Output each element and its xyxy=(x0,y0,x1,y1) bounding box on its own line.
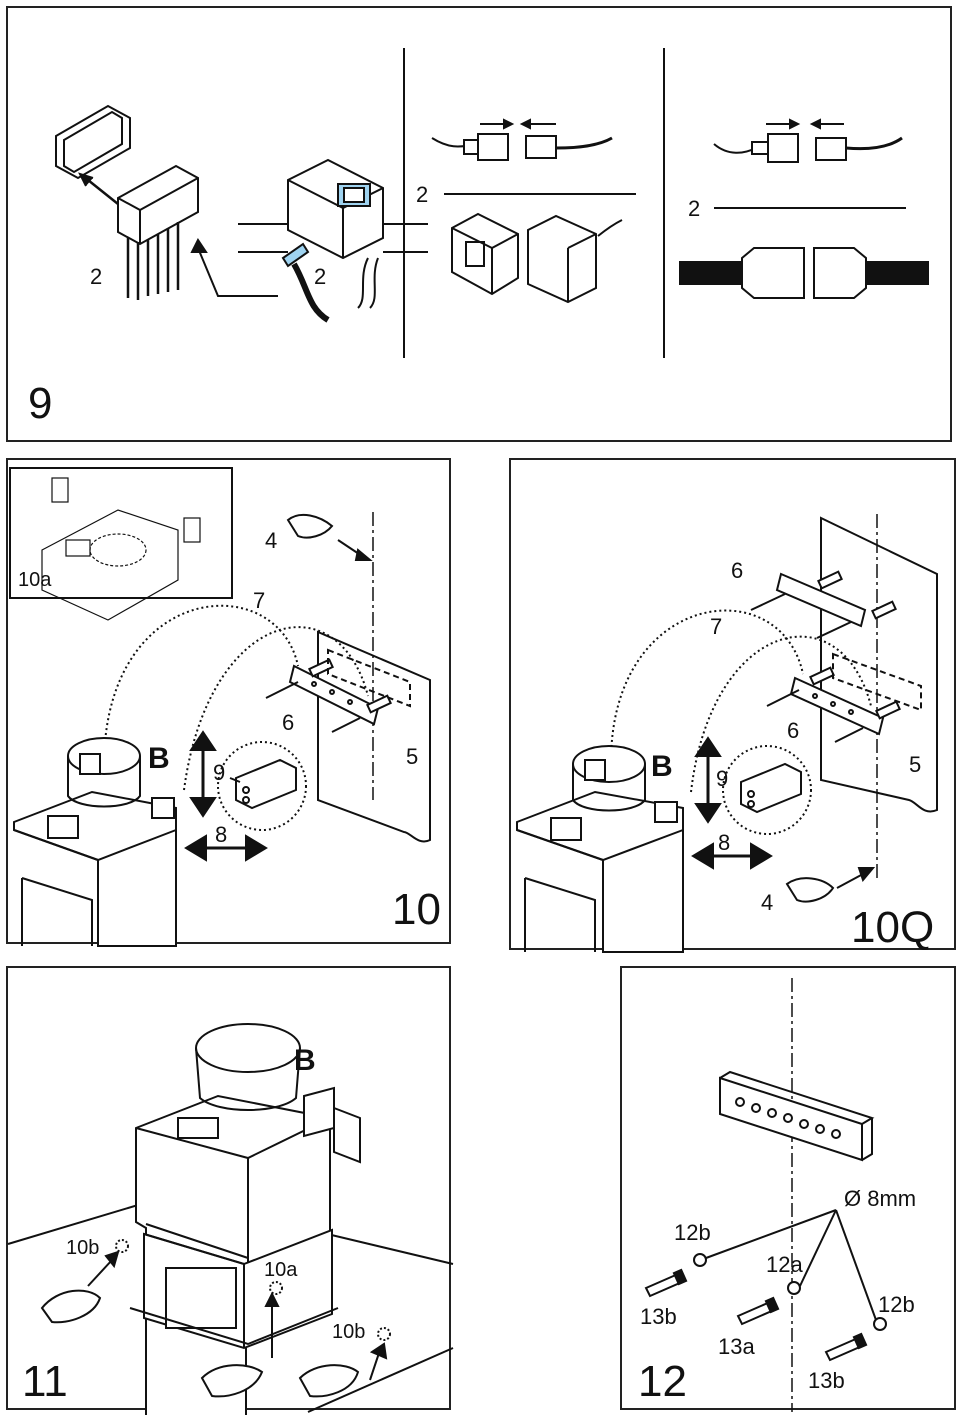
fig11-label-10b-b: 10b xyxy=(332,1321,366,1343)
fig12-label-12b-b: 12b xyxy=(878,1292,915,1317)
fig10-label-8: 8 xyxy=(215,822,228,847)
fig10-label-9: 9 xyxy=(213,760,226,785)
figure-12-drawing xyxy=(644,978,887,1412)
fig9-label-2b: 2 xyxy=(314,264,327,289)
fig12-diameter-label: Ø 8mm xyxy=(844,1186,917,1211)
fig9-label-2a: 2 xyxy=(90,264,103,289)
figure-12-number: 12 xyxy=(638,1357,687,1406)
figure-10q-number: 10Q xyxy=(851,903,935,952)
fig12-label-13b-a: 13b xyxy=(640,1304,677,1329)
figure-10-panel: 10a 4 7 6 5 B 9 8 10 xyxy=(6,458,451,947)
fig11-label-10b-a: 10b xyxy=(66,1237,100,1259)
figure-10q-panel: 6 7 6 5 B 9 8 4 10Q xyxy=(509,458,956,953)
figure-11-drawing xyxy=(7,1023,454,1415)
fig11-label-B: B xyxy=(294,1044,316,1077)
fig10q-label-9: 9 xyxy=(716,766,729,791)
fig12-label-12b-a: 12b xyxy=(674,1220,711,1245)
fig10-inset-label: 10a xyxy=(18,569,52,591)
fig10-label-B: B xyxy=(148,742,170,775)
fig10-label-7: 7 xyxy=(253,588,266,613)
figure-10-number: 10 xyxy=(392,885,441,934)
fig12-label-13a: 13a xyxy=(718,1334,755,1359)
figure-9-drawing xyxy=(55,48,929,358)
figure-11-panel: B 10b 10a 10b 11 xyxy=(6,966,454,1415)
fig10q-label-6a: 6 xyxy=(731,558,744,583)
fig12-label-12a: 12a xyxy=(766,1252,803,1277)
fig12-label-13b-b: 13b xyxy=(808,1368,845,1393)
fig10q-label-8: 8 xyxy=(718,830,731,855)
fig10q-label-7: 7 xyxy=(710,614,723,639)
figure-9-panel: 2 2 2 2 9 xyxy=(6,6,952,442)
fig10q-label-4: 4 xyxy=(761,890,774,915)
fig10-label-6: 6 xyxy=(282,710,295,735)
figure-11-number: 11 xyxy=(22,1357,68,1406)
fig10q-label-6b: 6 xyxy=(787,718,800,743)
fig10-label-5: 5 xyxy=(406,744,419,769)
fig9-label-2d: 2 xyxy=(688,196,701,221)
fig10q-label-5: 5 xyxy=(909,752,922,777)
fig9-label-2c: 2 xyxy=(416,182,429,207)
fig11-label-10a: 10a xyxy=(264,1259,298,1281)
figure-12-panel: Ø 8mm 12b 12a 12b 13b 13a 13b 12 xyxy=(620,966,956,1412)
figure-10q-drawing xyxy=(516,514,938,953)
fig10q-label-B: B xyxy=(651,750,673,783)
figure-9-number: 9 xyxy=(28,379,53,428)
fig10-label-4: 4 xyxy=(265,528,278,553)
figure-10-drawing xyxy=(9,467,431,947)
